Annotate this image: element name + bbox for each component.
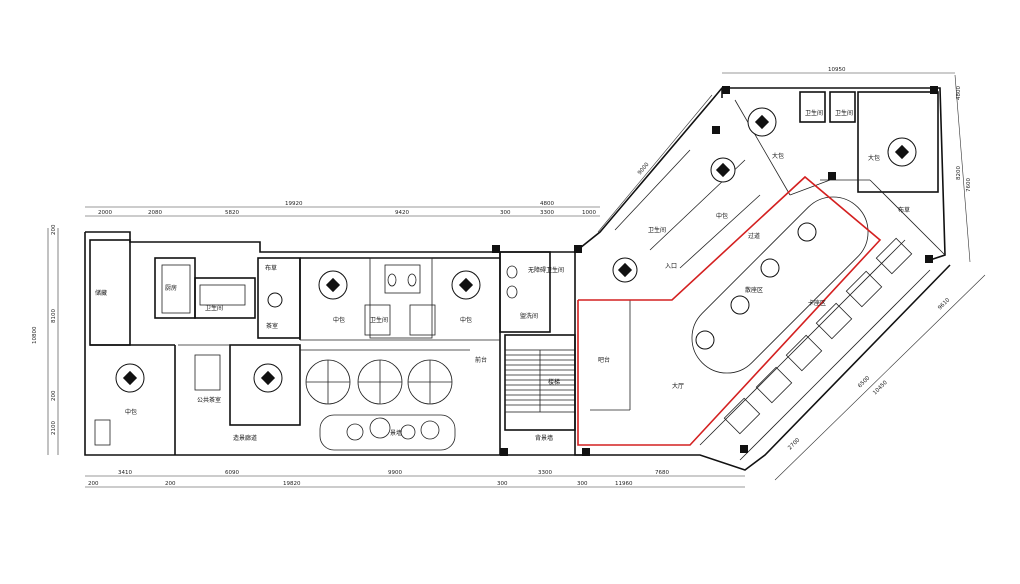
dim-top-seg-1: 2000 [98, 210, 112, 216]
label-corridor: 过道 [748, 232, 760, 240]
dim-bottom-total-1: 200 [88, 481, 99, 487]
label-tea-room: 茶室 [266, 322, 278, 330]
dim-top-seg-7: 1000 [582, 210, 596, 216]
label-restroom: 卫生间 [205, 304, 223, 312]
umbrella-tables [305, 359, 453, 405]
bottom-dimensions: 3410 6090 9900 3300 7680 200 200 19820 3… [85, 470, 745, 488]
dim-bottom-total-2: 200 [165, 481, 176, 487]
staircase [504, 349, 576, 413]
label-wc-small-3: 卫生间 [835, 109, 853, 117]
dim-top-seg-5: 300 [500, 210, 511, 216]
label-booth-a: 中包 [333, 316, 345, 324]
top-dimensions: 19920 4800 2000 2080 5820 9420 300 3300 … [85, 201, 600, 217]
main-walls [84, 231, 590, 456]
dim-wing-right-1: 4800 [956, 86, 962, 100]
dim-wing-diag-2: 6500 [857, 375, 871, 389]
dim-wing-top: 10950 [828, 67, 846, 73]
dim-bottom-seg-2: 6090 [225, 470, 239, 476]
left-dimensions: 10800 200 8100 200 2100 [32, 224, 59, 455]
dim-wing-right-2: 8200 [956, 166, 962, 180]
dim-top-seg-2: 2080 [148, 210, 162, 216]
label-disabled-wc: 无障碍卫生间 [528, 266, 564, 274]
card-booths [723, 237, 913, 435]
dim-bottom-seg-5: 7680 [655, 470, 669, 476]
label-booth-b: 中包 [460, 316, 472, 324]
wing-walls [574, 87, 951, 471]
dim-bottom-seg-4: 3300 [538, 470, 552, 476]
dim-bottom-total-6: 11960 [615, 481, 633, 487]
label-service-desk: 前台 [475, 356, 487, 364]
dim-top-seg-4: 9420 [395, 210, 409, 216]
label-kitchen: 厨房 [165, 284, 177, 292]
label-stair: 楼梯 [548, 378, 560, 386]
dim-left-seg-3: 200 [51, 390, 57, 401]
dim-left-total: 10800 [32, 326, 38, 344]
dim-top-seg-6: 3300 [540, 210, 554, 216]
dim-left-seg-2: 8100 [51, 309, 57, 323]
dim-wing-diag-3: 10450 [872, 379, 889, 396]
label-booth-left: 中包 [125, 408, 137, 416]
label-bar: 吧台 [598, 356, 610, 364]
dim-top-seg-3: 5820 [225, 210, 239, 216]
label-storage: 储藏 [95, 289, 107, 297]
label-scatter-area: 散座区 [745, 286, 763, 294]
label-big-booth-1: 大包 [772, 152, 784, 160]
dim-bottom-total-4: 300 [497, 481, 508, 487]
label-big-booth-2: 大包 [868, 154, 880, 162]
label-entrance: 入口 [665, 263, 677, 270]
room-labels: 储藏 厨房 卫生间 茶室 布草 中包 中包 中包 公共茶室 造景廊道 盥洗间 无… [95, 109, 910, 442]
dim-wing-diag-4: 2700 [787, 437, 801, 451]
label-wc-small-4: 卫生间 [648, 226, 666, 234]
label-landscape: 景墙 [390, 429, 402, 437]
dim-top-total: 19920 [285, 201, 303, 207]
dim-bottom-seg-1: 3410 [118, 470, 132, 476]
washroom-fixtures [364, 264, 518, 336]
label-card-area: 卡座区 [808, 299, 826, 307]
label-linen-right: 布草 [898, 206, 910, 214]
dim-top-right: 4800 [540, 201, 554, 207]
dim-wing-diag-1: 9610 [937, 297, 951, 311]
dim-bottom-total-5: 300 [577, 481, 588, 487]
label-booth-top: 中包 [716, 212, 728, 220]
dim-bottom-total-3: 19820 [283, 481, 301, 487]
dim-left-seg-4: 2100 [51, 421, 57, 435]
label-linen: 布草 [265, 264, 277, 272]
label-corridor-tea: 造景廊道 [233, 434, 257, 442]
table-sets-main [94, 264, 481, 446]
label-landscape-wall: 背景墙 [535, 434, 553, 442]
label-public-tearoom: 公共茶室 [197, 396, 221, 404]
columns [492, 86, 938, 456]
central-island [691, 196, 869, 374]
label-wc-small-1: 卫生间 [370, 316, 388, 324]
highlight-zone [577, 175, 882, 446]
label-washroom: 盥洗间 [520, 312, 538, 320]
wing-table-sets [612, 107, 917, 283]
dim-left-seg-1: 200 [51, 224, 57, 235]
garden-feature [319, 414, 456, 451]
label-hall: 大厅 [672, 382, 684, 390]
label-wc-small-2: 卫生间 [805, 109, 823, 117]
dim-wing-right-3: 7600 [966, 178, 972, 192]
dim-bottom-seg-3: 9900 [388, 470, 402, 476]
